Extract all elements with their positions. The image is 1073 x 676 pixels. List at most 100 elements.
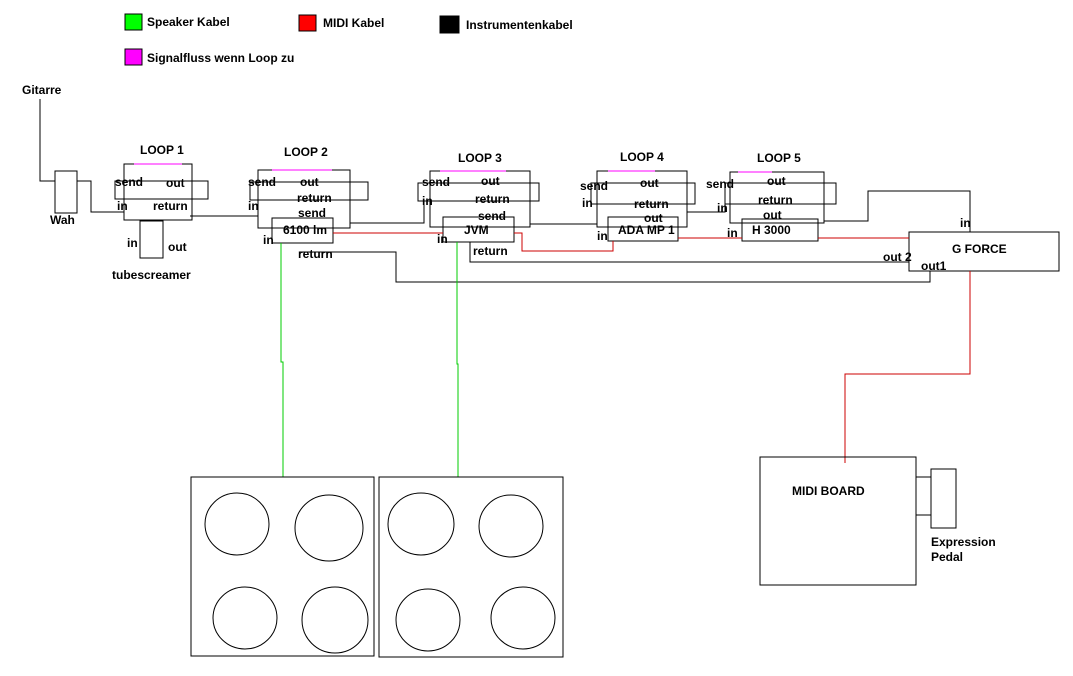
guitar-wah: Gitarre Wah bbox=[22, 83, 124, 227]
tubescreamer-label: tubescreamer bbox=[112, 268, 191, 282]
expression-pedal-label-line1: Expression bbox=[931, 535, 996, 549]
tubescreamer: in out tubescreamer bbox=[112, 220, 191, 282]
amp-jvm-return: return bbox=[473, 244, 508, 258]
loop-5-title: LOOP 5 bbox=[757, 151, 801, 165]
speaker-cone bbox=[387, 492, 455, 556]
loop2-to-loop3-cable bbox=[349, 200, 425, 224]
loop-3-return: return bbox=[475, 192, 510, 206]
loop-3: LOOP 3 send out in return bbox=[417, 151, 540, 228]
legend-midi-label: MIDI Kabel bbox=[323, 16, 384, 30]
gforce-in: in bbox=[960, 216, 971, 230]
loop5-to-gforce-cable bbox=[823, 190, 971, 232]
amp-6100-box bbox=[271, 217, 334, 244]
midi-board-box bbox=[759, 456, 917, 586]
loop-2-inner-box bbox=[249, 181, 369, 201]
ada-mp1-in: in bbox=[597, 229, 608, 243]
amp-6100-send: send bbox=[298, 206, 326, 220]
amp-6100-label: 6100 lm bbox=[283, 223, 327, 237]
speaker-cable-6100 bbox=[280, 243, 284, 477]
guitar-cable bbox=[39, 99, 55, 182]
h3000: H 3000 out in bbox=[727, 208, 819, 242]
speaker-cone bbox=[490, 586, 556, 650]
loop-4-in: in bbox=[582, 196, 593, 210]
ada-mp1-label: ADA MP 1 bbox=[618, 223, 675, 237]
loop-1-out: out bbox=[166, 176, 185, 190]
gforce-label: G FORCE bbox=[952, 242, 1007, 256]
loop-5-in: in bbox=[717, 201, 728, 215]
loop-1-title: LOOP 1 bbox=[140, 143, 184, 157]
loop-2-out: out bbox=[300, 175, 319, 189]
cabinet-2-box bbox=[378, 476, 564, 658]
speaker-cone bbox=[294, 494, 364, 562]
h3000-box bbox=[741, 218, 819, 242]
legend-signal-swatch bbox=[124, 48, 143, 66]
guitar-label: Gitarre bbox=[22, 83, 62, 97]
speaker-cone bbox=[204, 492, 270, 556]
legend-instrument-label: Instrumentenkabel bbox=[466, 18, 573, 32]
h3000-label: H 3000 bbox=[752, 223, 791, 237]
amp-jvm: JVM send in return bbox=[437, 209, 515, 258]
tubescreamer-in: in bbox=[127, 236, 138, 250]
amp-6100-in: in bbox=[263, 233, 274, 247]
midi-board: MIDI BOARD bbox=[759, 456, 931, 586]
loop-2-in: in bbox=[248, 199, 259, 213]
loop-5-send: send bbox=[706, 177, 734, 191]
gforce-box bbox=[908, 231, 1060, 272]
tubescreamer-box bbox=[139, 220, 164, 259]
legend-instrument-swatch bbox=[439, 15, 460, 34]
speaker-cable-jvm bbox=[456, 242, 459, 477]
loop-2-return: return bbox=[297, 191, 332, 205]
amp-jvm-box bbox=[442, 216, 515, 243]
loop-3-out: out bbox=[481, 174, 500, 188]
expression-pedal: Expression Pedal bbox=[930, 468, 996, 564]
loop-3-send: send bbox=[422, 175, 450, 189]
loop-5: LOOP 5 send out in return bbox=[706, 151, 837, 224]
legend-speaker-swatch bbox=[124, 13, 143, 31]
ada-mp1-box bbox=[607, 216, 679, 242]
wah-to-loop1-cable bbox=[77, 180, 124, 213]
loop-1-in: in bbox=[117, 199, 128, 213]
loop-3-in: in bbox=[422, 194, 433, 208]
loop-4-title: LOOP 4 bbox=[620, 150, 664, 164]
gforce: G FORCE in out 2 out1 bbox=[883, 216, 1060, 273]
wah-box bbox=[54, 170, 78, 214]
amp-6100: 6100 lm send in return bbox=[263, 206, 334, 261]
speaker-cabinet-1 bbox=[190, 476, 375, 657]
loop-5-inner-box bbox=[724, 182, 837, 205]
loop4-to-loop5-cable bbox=[686, 204, 726, 213]
speaker-cone bbox=[212, 586, 278, 650]
midi-gforce-to-board bbox=[844, 271, 971, 463]
loop-4-out: out bbox=[640, 176, 659, 190]
loop-1-return: return bbox=[153, 199, 188, 213]
h3000-in: in bbox=[727, 226, 738, 240]
loop-5-return: return bbox=[758, 193, 793, 207]
amp-jvm-send: send bbox=[478, 209, 506, 223]
loop-4-send: send bbox=[580, 179, 608, 193]
legend: Speaker Kabel MIDI Kabel Instrumentenkab… bbox=[124, 13, 573, 66]
tubescreamer-out: out bbox=[168, 240, 187, 254]
loop-4-return: return bbox=[634, 197, 669, 211]
amp-6100-return: return bbox=[298, 247, 333, 261]
loop-2-title: LOOP 2 bbox=[284, 145, 328, 159]
gforce-out2-to-jvm-return bbox=[469, 242, 909, 263]
amp-jvm-in: in bbox=[437, 232, 448, 246]
midi-board-label: MIDI BOARD bbox=[792, 484, 865, 498]
loop-5-outer-box bbox=[729, 171, 825, 224]
ada-mp1: ADA MP 1 out in bbox=[597, 211, 679, 243]
speaker-cone bbox=[395, 588, 461, 652]
loop-4-inner-box bbox=[590, 182, 696, 205]
speaker-cabinet-2 bbox=[378, 476, 564, 658]
gforce-out2: out 2 bbox=[883, 250, 912, 264]
gforce-out1-to-6100-return bbox=[300, 251, 931, 283]
loop-1-inner-box bbox=[114, 180, 209, 200]
h3000-out: out bbox=[763, 208, 782, 222]
loop-4: LOOP 4 send out in return bbox=[580, 150, 696, 228]
expression-pedal-label-line2: Pedal bbox=[931, 550, 963, 564]
legend-midi-swatch bbox=[298, 14, 317, 32]
loop-3-inner-box bbox=[417, 182, 540, 202]
midi-cables bbox=[333, 232, 971, 463]
wah-label: Wah bbox=[50, 213, 75, 227]
midi-jvm-to-ada bbox=[514, 232, 614, 252]
loop-1-send: send bbox=[115, 175, 143, 189]
